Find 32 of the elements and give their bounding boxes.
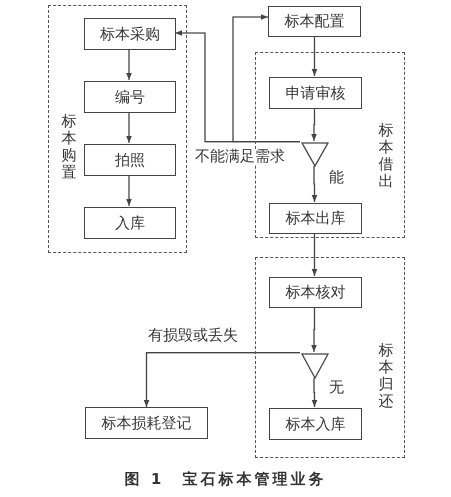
arrow bbox=[311, 307, 317, 352]
process-box: 编号 bbox=[84, 81, 176, 113]
dashed-group-frame bbox=[255, 257, 405, 458]
process-box: 标本配置 bbox=[268, 6, 361, 37]
arrow bbox=[311, 108, 317, 141]
arrow bbox=[232, 14, 300, 142]
group-label: 标本购置 bbox=[61, 114, 77, 182]
edge-label: 无 bbox=[328, 380, 345, 396]
group-label: 标本归还 bbox=[378, 343, 394, 411]
arrow bbox=[312, 37, 318, 76]
arrow bbox=[126, 175, 132, 206]
edge-label: 能 bbox=[328, 170, 345, 186]
process-box: 拍照 bbox=[84, 144, 176, 176]
process-box: 申请审核 bbox=[269, 77, 362, 109]
arrow bbox=[144, 352, 300, 407]
arrow bbox=[312, 233, 318, 276]
process-box: 标本采购 bbox=[84, 18, 176, 50]
arrow bbox=[126, 112, 132, 143]
dashed-group-frame bbox=[48, 5, 187, 253]
arrow bbox=[312, 166, 318, 202]
arrow bbox=[126, 49, 132, 80]
arrow bbox=[312, 378, 318, 407]
edge-label: 不能满足需求 bbox=[194, 149, 286, 165]
edge-label: 有损毁或丢失 bbox=[147, 328, 239, 344]
group-label: 标本借出 bbox=[378, 123, 394, 191]
figure-caption: 图 1 宝石标本管理业务 bbox=[124, 470, 328, 489]
dashed-group-frame bbox=[255, 52, 405, 238]
process-box: 入库 bbox=[84, 207, 176, 239]
process-box: 标本核对 bbox=[269, 277, 362, 308]
process-box: 标本入库 bbox=[269, 408, 362, 440]
process-box: 标本损耗登记 bbox=[85, 407, 208, 439]
process-box: 标本出库 bbox=[269, 203, 362, 234]
